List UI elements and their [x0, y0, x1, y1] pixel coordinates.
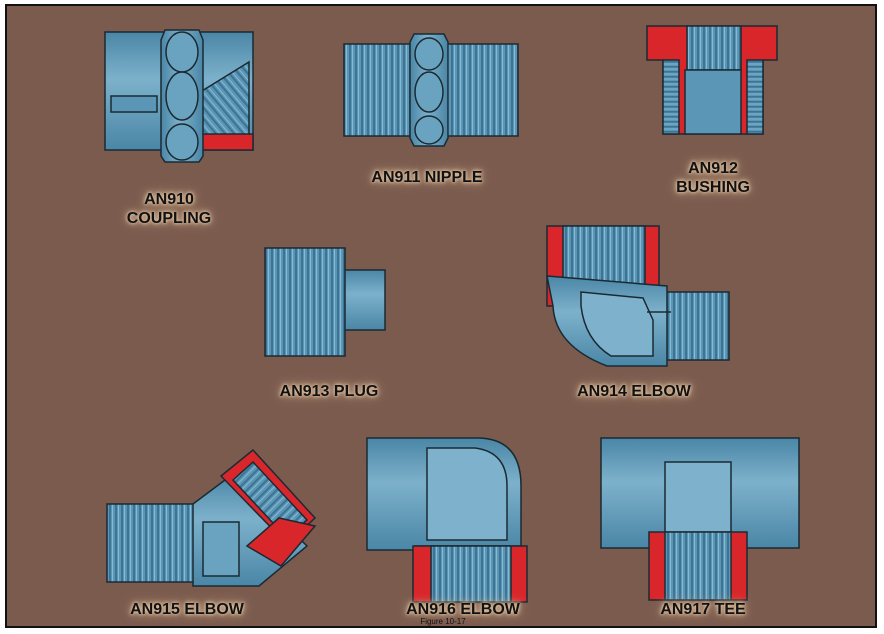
fittings-illustration [7, 6, 875, 626]
figure-panel: AN910 COUPLING AN911 NIPPLE AN912 BUSHIN… [5, 4, 877, 628]
an915-label: AN915 ELBOW [107, 600, 267, 619]
figure-caption: Figure 10-17 [420, 617, 466, 626]
an915-label-line-1: AN915 ELBOW [130, 601, 244, 618]
an911-label-line-1: AN911 NIPPLE [371, 169, 483, 186]
an910-label-line-1: AN910 [144, 191, 194, 208]
an914-elbow-drawing [546, 225, 730, 367]
an917-label-line-1: AN917 TEE [660, 601, 746, 618]
an912-label-line-1: AN912 [688, 160, 738, 177]
an911-nipple-drawing [343, 33, 519, 147]
an913-plug-drawing [264, 247, 386, 357]
an913-label: AN913 PLUG [259, 382, 399, 401]
an910-coupling-drawing [104, 29, 254, 163]
an912-bushing-drawing [646, 25, 778, 135]
an916-elbow-drawing [366, 437, 528, 603]
an914-label: AN914 ELBOW [559, 382, 709, 401]
an911-label: AN911 NIPPLE [347, 168, 507, 187]
an912-label-line-2: BUSHING [676, 179, 750, 196]
an910-label-line-2: COUPLING [126, 210, 212, 227]
an912-label: AN912 BUSHING [663, 159, 763, 197]
an917-label: AN917 TEE [633, 600, 773, 619]
an916-label-line-1: AN916 ELBOW [406, 601, 520, 618]
an915-elbow-drawing [106, 448, 317, 587]
an913-label-line-1: AN913 PLUG [279, 383, 379, 400]
an916-label: AN916 ELBOW [383, 600, 543, 619]
an914-label-line-1: AN914 ELBOW [577, 383, 691, 400]
an917-tee-drawing [600, 437, 800, 601]
an910-label: AN910 COUPLING [119, 190, 219, 228]
